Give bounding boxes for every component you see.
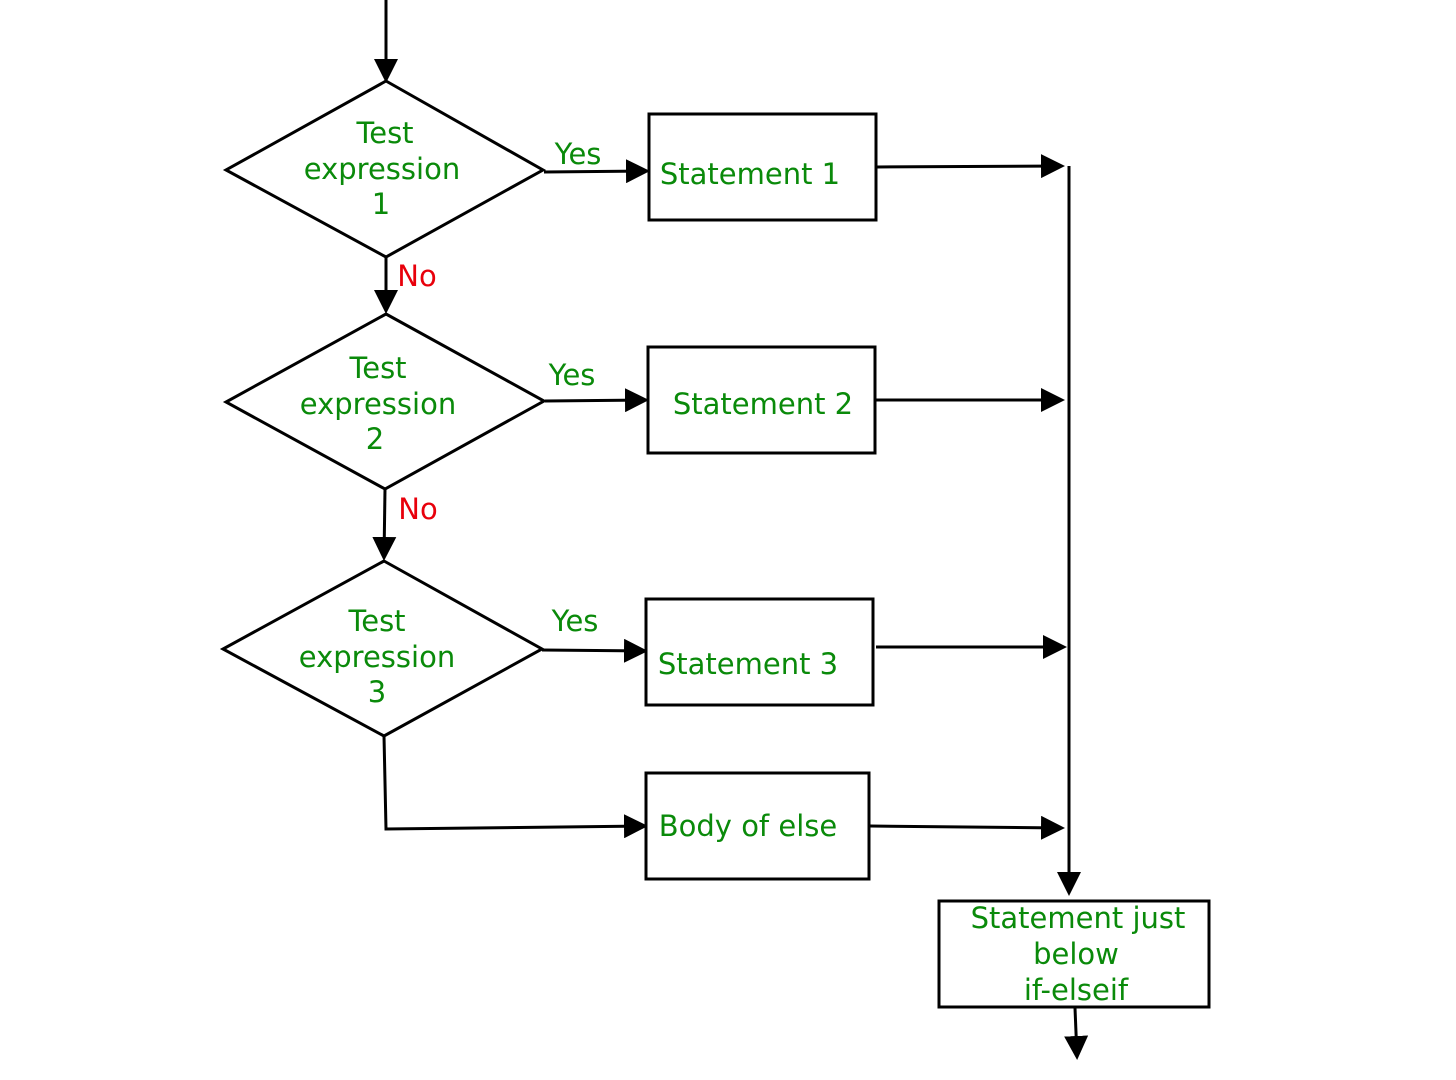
decision-test-expression-3: Test expression 3 (219, 559, 546, 738)
else-body-label: Body of else (659, 809, 837, 843)
else-arrow (382, 735, 648, 839)
yes1-label: Yes (554, 137, 602, 171)
decision-1-line3: 1 (372, 187, 390, 221)
yes2-label: Yes (548, 358, 596, 392)
yes2-arrow (544, 388, 649, 413)
process-statement-1: Statement 1 (647, 112, 878, 222)
yes3-label: Yes (551, 604, 599, 638)
process-statement-after: Statement just below if-elseif (937, 899, 1211, 1009)
decision-3-line1: Test (347, 604, 405, 638)
after-statement-line2: below (1033, 937, 1119, 971)
process-statement-3: Statement 3 (644, 597, 875, 707)
else-out-arrow (869, 815, 1065, 840)
decision-2-line3: 2 (366, 422, 384, 456)
no2-label: No (398, 492, 437, 526)
process-body-of-else: Body of else (644, 771, 871, 881)
decision-1-line2: expression (304, 152, 460, 186)
statement-1-label: Statement 1 (660, 157, 840, 191)
decision-test-expression-1: Test expression 1 (222, 79, 547, 259)
yes1-arrow (543, 159, 650, 184)
yes3-arrow (541, 638, 648, 663)
decision-3-line2: expression (299, 640, 455, 674)
no2-arrow (372, 488, 397, 561)
decision-2-line1: Test (348, 351, 406, 385)
statement1-out-arrow (876, 154, 1065, 179)
decision-test-expression-2: Test expression 2 (222, 312, 548, 491)
after-statement-line3: if-elseif (1024, 973, 1129, 1007)
decision-3-line3: 3 (368, 675, 386, 709)
statement-3-label: Statement 3 (658, 647, 838, 681)
no1-label: No (397, 259, 436, 293)
after-statement-line1: Statement just (971, 901, 1186, 935)
exit-arrow (1064, 1007, 1089, 1060)
statement-2-label: Statement 2 (673, 387, 853, 421)
process-statement-2: Statement 2 (646, 345, 877, 455)
decision-2-line2: expression (300, 387, 456, 421)
decision-1-line1: Test (355, 116, 413, 150)
